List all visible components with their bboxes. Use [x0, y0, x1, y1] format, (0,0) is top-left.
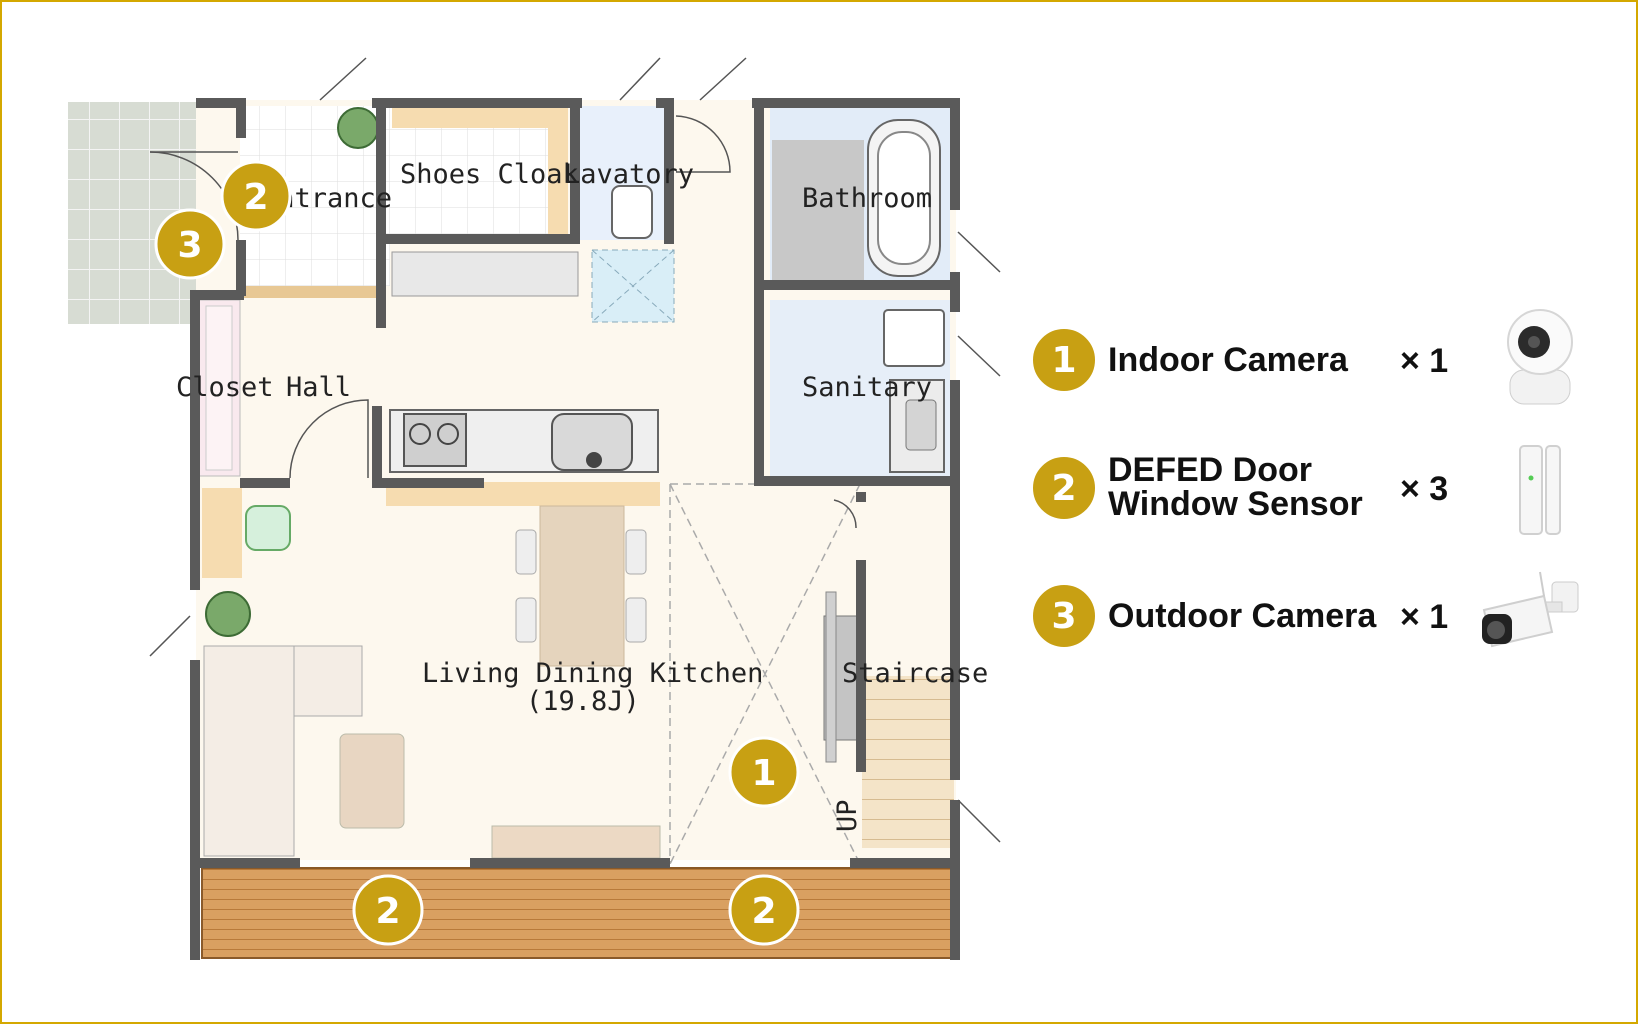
legend-item-quantity: × 3 [1400, 470, 1449, 508]
walls [190, 98, 960, 960]
fridge-niche [391, 251, 579, 297]
wood-deck [201, 867, 955, 959]
room-label-sanitary: Sanitary [802, 372, 932, 403]
marker-door-sensor-deck-left: 2 [352, 874, 424, 946]
room-label-hall: Hall [286, 372, 351, 403]
shoes-shelf-side [548, 108, 568, 238]
kitchen-sink [551, 413, 633, 471]
legend-item-quantity: × 1 [1400, 598, 1449, 636]
entrance-step [240, 286, 380, 298]
bathroom-wash-area [772, 140, 864, 280]
legend-item-name-line2: Window Sensor [1108, 485, 1363, 523]
svg-text:3: 3 [177, 225, 202, 266]
svg-text:1: 1 [751, 753, 776, 794]
plant-icon [337, 107, 379, 149]
sanitary-washer [883, 309, 945, 367]
legend-item-quantity: × 1 [1400, 342, 1449, 380]
svg-text:2: 2 [243, 177, 268, 218]
svg-text:2: 2 [375, 891, 400, 932]
legend-item-name: DEFED Door [1108, 451, 1312, 489]
lavatory-sink [611, 185, 653, 239]
sofa-ottoman [293, 645, 363, 717]
door-sensor-icon [1519, 445, 1561, 535]
sofa [203, 645, 295, 857]
legend-badge: 2 [1030, 454, 1098, 522]
legend-badge: 3 [1030, 582, 1098, 650]
legend-item-indoor-camera: 1 Indoor Camera × 1 [1030, 326, 1590, 396]
room-label-closet: Closet [176, 372, 274, 403]
shoes-cloak-floor [390, 106, 568, 240]
coffee-table [339, 733, 405, 829]
plant-icon [205, 591, 251, 637]
device-legend: 1 Indoor Camera × 1 2 DEFED Door Window … [1030, 0, 1630, 1024]
room-label-shoes-cloak: Shoes Cloak [400, 159, 579, 190]
marker-outdoor-camera: 3 [154, 208, 226, 280]
room-label-staircase: Staircase [842, 658, 988, 689]
room-label-ldk: Living Dining Kitchen [422, 658, 763, 689]
staircase-up-label: UP [832, 799, 863, 832]
marker-indoor-camera: 1 [728, 736, 800, 808]
staircase-steps [862, 676, 954, 848]
floor-plan: Entrance Shoes Cloak Lavatory Bathroom C… [68, 57, 1001, 960]
dining-table [539, 505, 625, 667]
room-label-bathroom: Bathroom [802, 183, 932, 214]
svg-text:2: 2 [751, 891, 776, 932]
marker-door-sensor-deck-right: 2 [728, 874, 800, 946]
laundry-basket [245, 505, 291, 551]
tv-stand [491, 825, 661, 859]
indoor-camera-icon [1507, 309, 1573, 405]
room-label-lavatory: Lavatory [564, 159, 694, 190]
legend-item-name: Outdoor Camera [1108, 597, 1377, 635]
legend-item-name: Indoor Camera [1108, 341, 1348, 379]
marker-door-sensor-entrance: 2 [220, 160, 292, 232]
outdoor-camera-icon [1482, 571, 1579, 648]
room-label-ldk-size: (19.8J) [526, 686, 640, 717]
door-swings [149, 57, 1001, 843]
legend-item-door-sensor: 2 DEFED Door Window Sensor × 3 [1030, 451, 1590, 524]
shelf-wood [202, 488, 242, 578]
legend-badge: 1 [1030, 326, 1098, 394]
shoes-shelf [392, 108, 568, 128]
legend-item-outdoor-camera: 3 Outdoor Camera × 1 [1030, 582, 1590, 652]
